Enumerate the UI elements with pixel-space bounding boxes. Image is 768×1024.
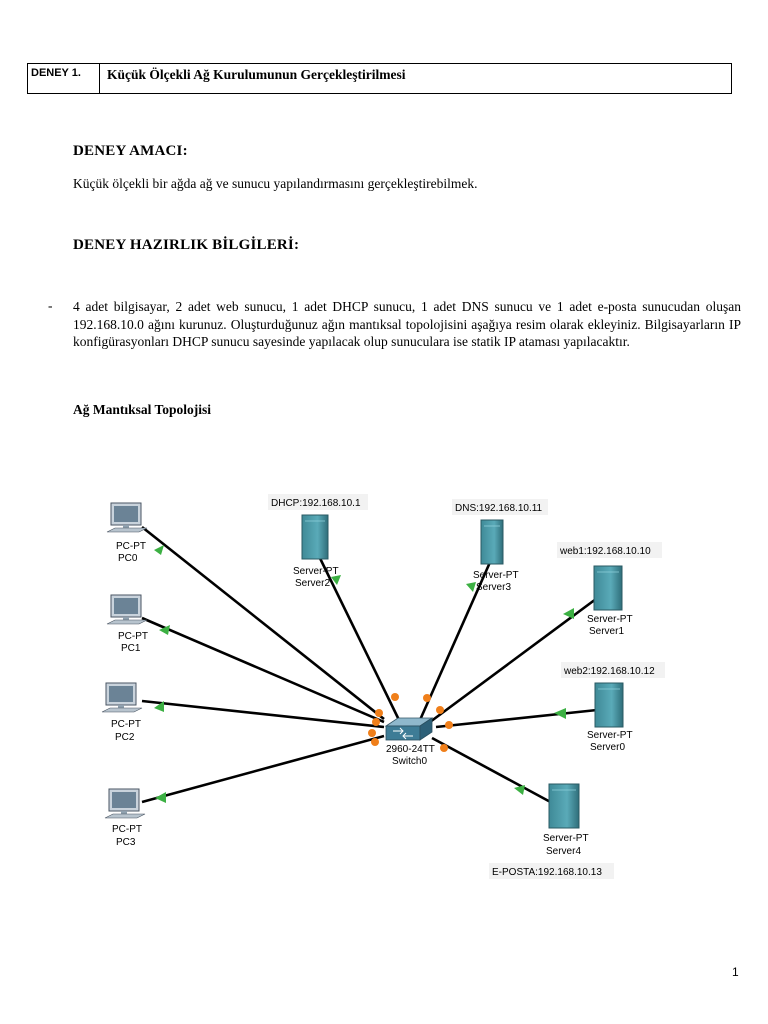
network-topology-diagram: DHCP:192.168.10.1 DNS:192.168.10.11 web1… [101, 494, 665, 879]
topology-title: Ağ Mantıksal Topolojisi [73, 402, 212, 417]
server3-name: Server3 [476, 582, 511, 593]
ip-note-dns: DNS:192.168.10.11 [452, 499, 548, 515]
link-server1 [429, 594, 601, 724]
pc3-name: PC3 [116, 837, 136, 848]
purpose-heading: DENEY AMACI: [73, 143, 188, 159]
switch-icon [384, 717, 434, 741]
ip-note-dhcp: DHCP:192.168.10.1 [268, 494, 368, 510]
server4-name: Server4 [546, 846, 581, 857]
page-number: 1 [732, 965, 739, 979]
preparation-paragraph: 4 adet bilgisayar, 2 adet web sunucu, 1 … [73, 299, 741, 349]
svg-text:E-POSTA:192.168.10.13: E-POSTA:192.168.10.13 [492, 867, 602, 878]
svg-text:DHCP:192.168.10.1: DHCP:192.168.10.1 [271, 498, 361, 509]
server-icon [593, 565, 623, 611]
link-pc1 [141, 616, 385, 724]
server2-type: Server-PT [293, 566, 339, 577]
pc1-name: PC1 [121, 643, 141, 654]
server-icon [301, 514, 329, 560]
link-pc3 [141, 734, 385, 804]
link-server2 [314, 549, 401, 721]
server-icon [480, 519, 504, 565]
switch-model: 2960-24TT [386, 744, 435, 755]
switch-name: Switch0 [392, 756, 427, 767]
server1-name: Server1 [589, 626, 624, 637]
server4-type: Server-PT [543, 833, 589, 844]
pc0-name: PC0 [118, 553, 138, 564]
purpose-text: Küçük ölçekli bir ağda ağ ve sunucu yapı… [73, 176, 478, 191]
header-table: DENEY 1. Küçük Ölçekli Ağ Kurulumunun Ge… [27, 63, 732, 94]
pc2-name: PC2 [115, 732, 135, 743]
server-icon [594, 682, 624, 728]
server0-type: Server-PT [587, 730, 633, 741]
server2-name: Server2 [295, 578, 330, 589]
link-pc0 [141, 525, 385, 721]
link-server4 [431, 736, 557, 807]
bullet-dash: - [48, 298, 53, 313]
pc3-type: PC-PT [112, 824, 142, 835]
link-server0 [435, 708, 598, 729]
server1-type: Server-PT [587, 614, 633, 625]
svg-text:web1:192.168.10.10: web1:192.168.10.10 [559, 546, 651, 557]
svg-text:web2:192.168.10.12: web2:192.168.10.12 [563, 666, 655, 677]
server3-type: Server-PT [473, 570, 519, 581]
ip-note-web2: web2:192.168.10.12 [561, 662, 665, 678]
link-server3 [418, 559, 493, 721]
experiment-number: DENEY 1. [28, 64, 100, 93]
experiment-title: Küçük Ölçekli Ağ Kurulumunun Gerçekleşti… [107, 67, 406, 82]
ip-note-eposta: E-POSTA:192.168.10.13 [489, 863, 614, 879]
pc2-type: PC-PT [111, 719, 141, 730]
link-up-indicators [154, 545, 574, 803]
preparation-heading: DENEY HAZIRLIK BİLGİLERİ: [73, 237, 300, 253]
links [141, 525, 601, 807]
pc-icon [101, 682, 143, 713]
switch-ports [368, 693, 453, 752]
ip-note-web1: web1:192.168.10.10 [557, 542, 662, 558]
pc0-type: PC-PT [116, 541, 146, 552]
server0-name: Server0 [590, 742, 625, 753]
svg-text:DNS:192.168.10.11: DNS:192.168.10.11 [455, 503, 543, 514]
link-pc2 [141, 699, 385, 729]
server-icon [548, 783, 580, 829]
pc1-type: PC-PT [118, 631, 148, 642]
pc-icon [106, 594, 148, 625]
pc-icon [104, 788, 146, 819]
pc-icon [106, 502, 148, 533]
